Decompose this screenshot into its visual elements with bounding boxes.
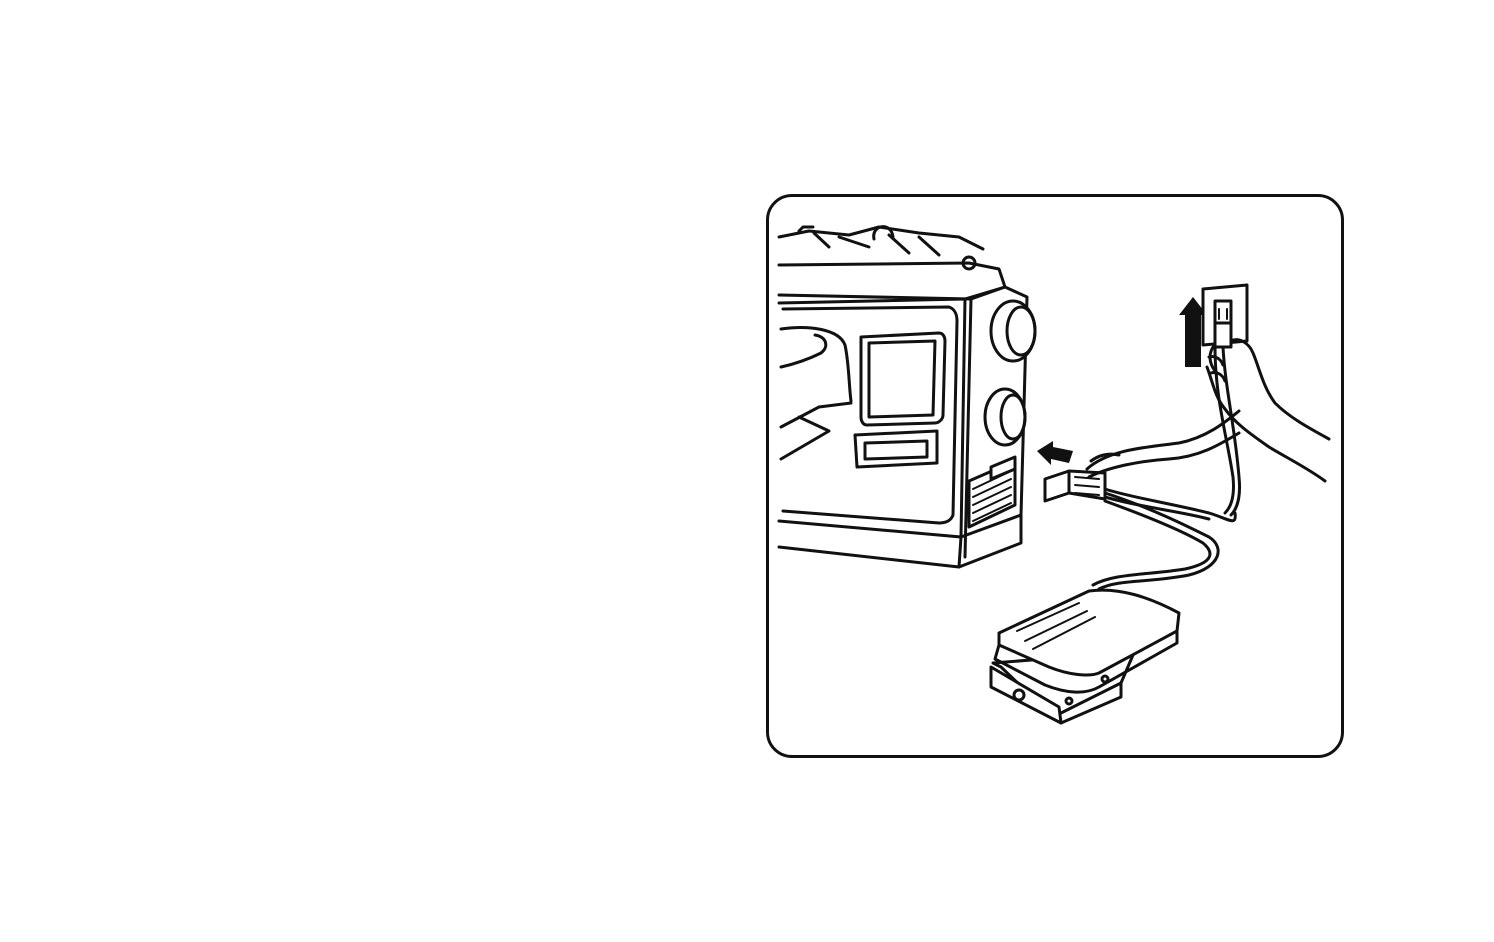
unplug-illustration-frame	[766, 194, 1344, 758]
machine-plug-hand	[1045, 411, 1239, 589]
unplug-arrow-left	[1037, 441, 1073, 465]
foot-controller	[991, 590, 1179, 723]
unplug-illustration	[769, 197, 1341, 755]
outlet-plug-hand	[1207, 323, 1329, 515]
sewing-machine	[779, 227, 1035, 567]
